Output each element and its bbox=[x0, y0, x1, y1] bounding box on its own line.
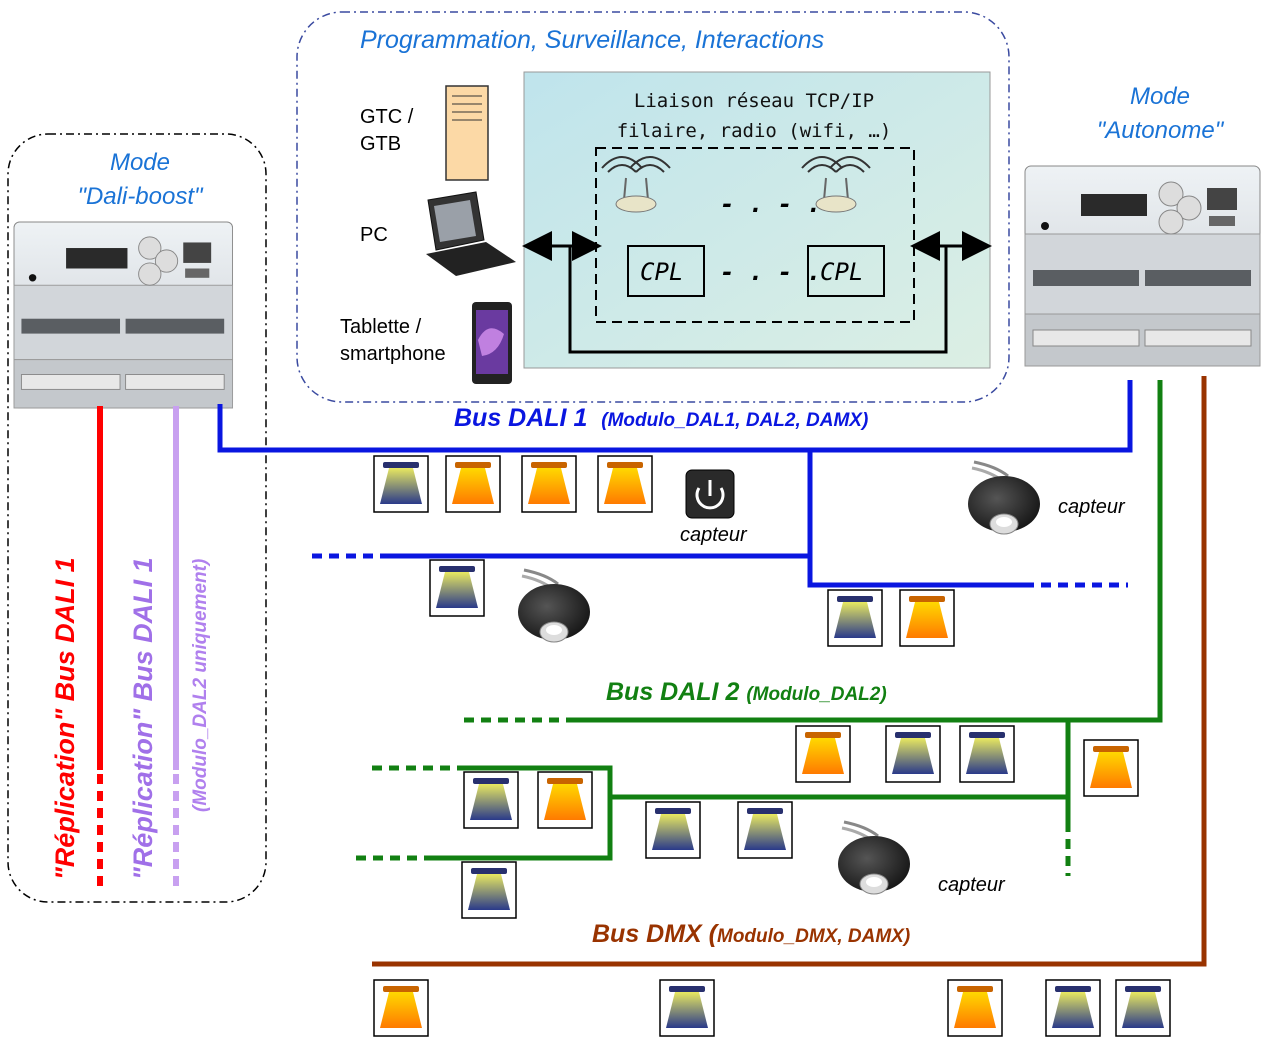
luminaire-icon bbox=[521, 455, 577, 513]
luminaire-icon bbox=[1083, 739, 1139, 797]
luminaire-icon bbox=[373, 979, 429, 1037]
luminaire-icon bbox=[373, 455, 429, 513]
sensor-icon bbox=[516, 568, 592, 644]
cpl-label: CPL bbox=[820, 258, 864, 286]
device-label-tablet: Tablette / smartphone bbox=[340, 316, 446, 365]
luminaire-icon bbox=[947, 979, 1003, 1037]
sensor-label: capteur bbox=[938, 874, 1005, 896]
server-icon bbox=[445, 85, 489, 181]
luminaire-icon bbox=[445, 455, 501, 513]
replication-red-label: "Réplication" Bus DALI 1 bbox=[50, 557, 80, 880]
luminaire-icon bbox=[795, 725, 851, 783]
luminaire-icon bbox=[645, 801, 701, 859]
cpl-node-box bbox=[627, 245, 705, 297]
laptop-icon bbox=[426, 191, 516, 276]
sensor-label: capteur bbox=[680, 524, 747, 546]
network-panel bbox=[523, 71, 991, 369]
sensor-icon bbox=[836, 820, 912, 896]
luminaire-icon bbox=[959, 725, 1015, 783]
autonome-controller bbox=[1024, 165, 1261, 367]
device-label-pc: PC bbox=[360, 224, 388, 246]
sensor-label: capteur bbox=[1058, 496, 1125, 518]
mode-dali-boost-label: Mode "Dali-boost" bbox=[77, 149, 203, 210]
bus-dali1-label: Bus DALI 1 (Modulo_DAL1, DAL2, DAMX) bbox=[454, 404, 869, 432]
replication-violet-label: "Réplication" Bus DALI 1 bbox=[128, 557, 158, 880]
luminaire-icon bbox=[461, 861, 517, 919]
bus-dmx-label: Bus DMX (Modulo_DMX, DAMX) bbox=[592, 920, 911, 948]
page-title: Programmation, Surveillance, Interaction… bbox=[360, 26, 825, 54]
cpl-node-box bbox=[807, 245, 885, 297]
device-label-gtc: GTC / GTB bbox=[360, 106, 414, 155]
bus-dali2-lines bbox=[432, 380, 1163, 861]
programming-group-box bbox=[296, 11, 1010, 403]
wired-link-line bbox=[568, 246, 948, 354]
luminaire-icon bbox=[429, 559, 485, 617]
mode-autonome-label: Mode "Autonome" bbox=[1096, 83, 1224, 144]
luminaire-icon bbox=[1045, 979, 1101, 1037]
network-title: Liaison réseau TCP/IP filaire, radio (wi… bbox=[616, 90, 892, 142]
cpl-label: CPL bbox=[640, 258, 684, 286]
luminaire-icon bbox=[597, 455, 653, 513]
luminaire-icon bbox=[899, 589, 955, 647]
tablet-icon bbox=[472, 302, 512, 384]
power-button-icon bbox=[685, 469, 735, 519]
bus-dmx-line bbox=[372, 376, 1207, 967]
luminaire-icon bbox=[537, 771, 593, 829]
sensor-icon bbox=[966, 460, 1042, 536]
luminaire-icon bbox=[737, 801, 793, 859]
bus-dali1-lines bbox=[217, 380, 1133, 588]
luminaire-icon bbox=[1115, 979, 1171, 1037]
bus-dali2-label: Bus DALI 2 (Modulo_DAL2) bbox=[606, 678, 887, 706]
replication-violet-note: (Modulo_DAL2 uniquement) bbox=[190, 558, 211, 812]
luminaire-icon bbox=[463, 771, 519, 829]
dali-boost-group-box bbox=[7, 133, 267, 903]
dali-boost-controller bbox=[13, 221, 234, 409]
cpl-separator: - . - . bbox=[720, 258, 822, 286]
luminaire-icon bbox=[827, 589, 883, 647]
luminaire-icon bbox=[885, 725, 941, 783]
luminaire-icon bbox=[659, 979, 715, 1037]
wifi-separator: - . - . bbox=[720, 190, 822, 218]
